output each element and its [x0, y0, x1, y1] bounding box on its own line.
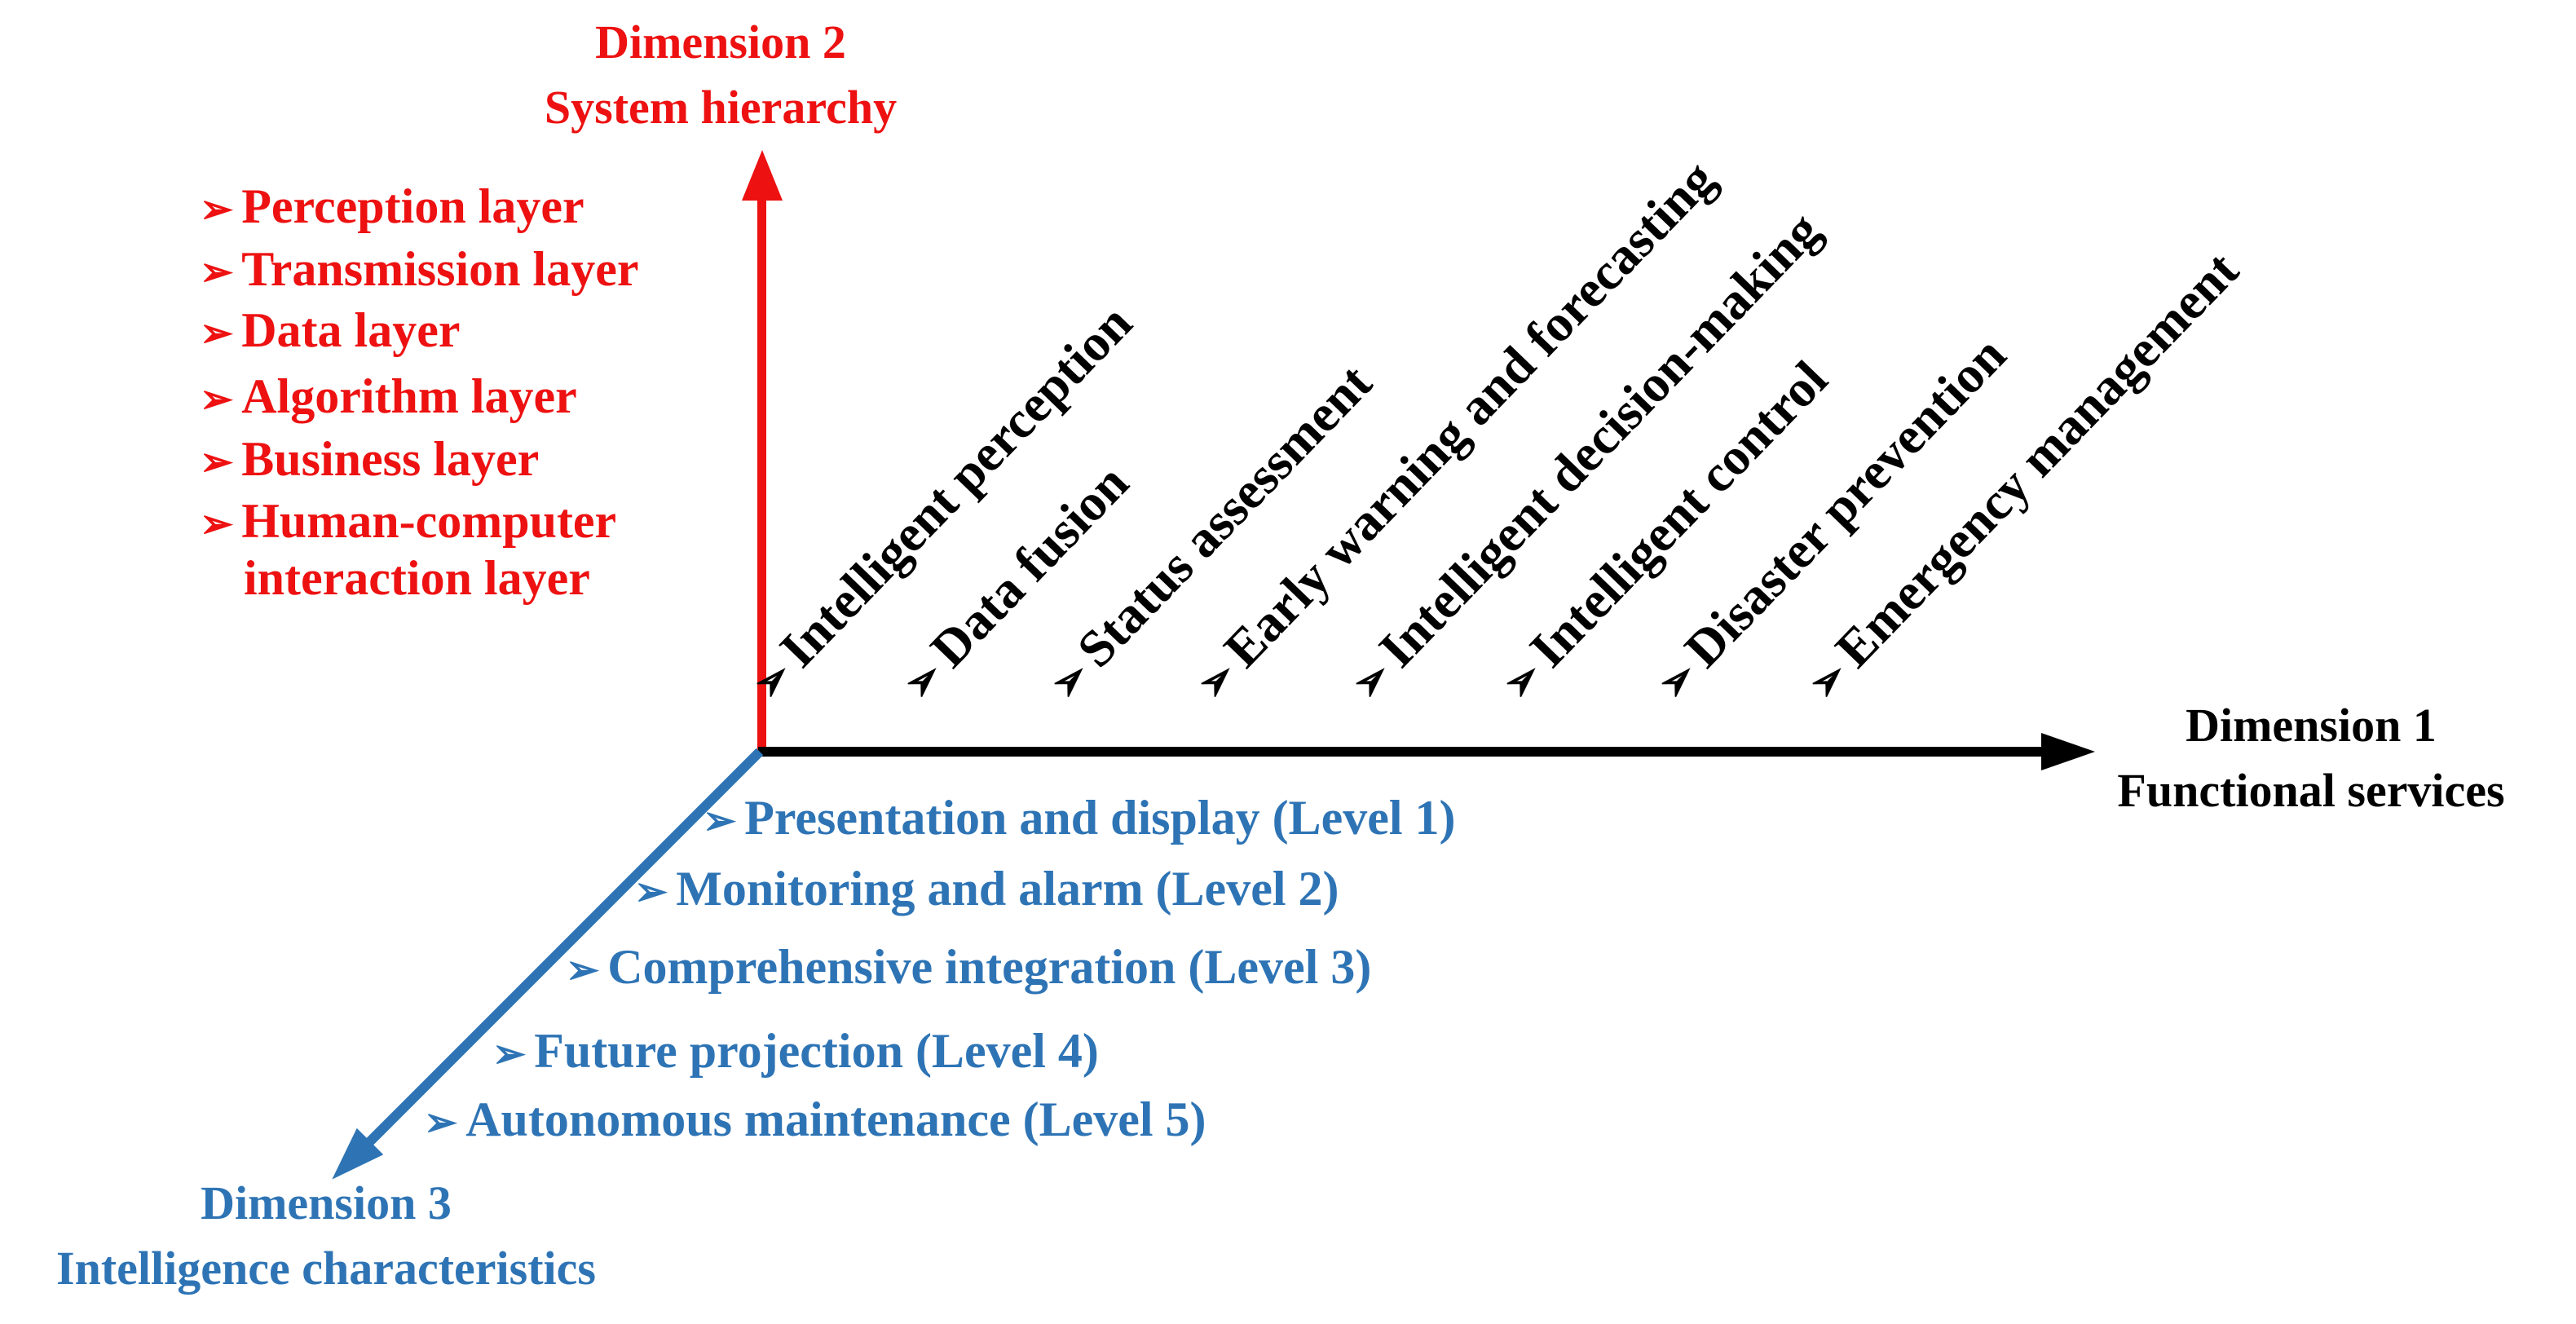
dimension3-item-label: Comprehensive integration (Level 3)	[607, 940, 1372, 994]
dimension2-item-label: Business layer	[241, 432, 540, 486]
dimension3-item: ➢Monitoring and alarm (Level 2)	[634, 862, 1339, 919]
dimension3-item-label: Autonomous maintenance (Level 5)	[465, 1092, 1206, 1146]
arrowhead-bullet-icon: ➢	[634, 869, 668, 914]
dimension2-item: ➢Business layer	[200, 432, 539, 489]
dimension3-item: ➢Comprehensive integration (Level 3)	[566, 940, 1371, 997]
arrowhead-bullet-icon: ➢	[200, 311, 234, 355]
arrowhead-bullet-icon: ➢	[200, 249, 234, 294]
dimension2-item-label: Human-computer interaction layer	[241, 494, 616, 605]
arrowhead-bullet-icon: ➢	[566, 947, 600, 992]
dimension2-item-label: Data layer	[241, 303, 461, 357]
dimension3-item-label: Presentation and display (Level 1)	[744, 791, 1456, 845]
dimension1-axis-title: Dimension 1 Functional services	[2075, 693, 2547, 823]
dimension1-title-line1: Dimension 1	[2186, 699, 2437, 752]
dimension2-item: ➢Perception layer	[200, 179, 584, 236]
dimension3-axis-title: Dimension 3 Intelligence characteristics	[24, 1171, 628, 1301]
arrowhead-bullet-icon: ➢	[200, 439, 234, 484]
dimension3-item-label: Monitoring and alarm (Level 2)	[676, 862, 1339, 916]
arrowhead-bullet-icon: ➢	[200, 187, 234, 232]
dimension2-item: ➢Transmission layer	[200, 242, 638, 299]
dimension2-item-label: Perception layer	[241, 179, 584, 233]
dimension3-item: ➢Autonomous maintenance (Level 5)	[424, 1092, 1206, 1150]
dimension2-item: ➢Data layer	[200, 303, 460, 360]
dimension1-axis-line	[758, 747, 2041, 757]
dimension3-title-line1: Dimension 3	[201, 1176, 452, 1229]
dimension2-axis-title: Dimension 2 System hierarchy	[435, 10, 1006, 140]
dimension1-axis-arrowhead-icon	[2041, 733, 2095, 770]
arrowhead-bullet-icon: ➢	[703, 798, 737, 843]
arrowhead-bullet-icon: ➢	[492, 1031, 527, 1076]
arrowhead-bullet-icon: ➢	[200, 501, 234, 546]
dimension3-item: ➢Future projection (Level 4)	[492, 1024, 1099, 1081]
dimension2-title-line2: System hierarchy	[544, 81, 898, 134]
dimension2-item-label: Algorithm layer	[241, 369, 577, 423]
arrowhead-bullet-icon: ➢	[200, 377, 234, 421]
dimension3-item: ➢Presentation and display (Level 1)	[703, 791, 1455, 848]
dimension2-item: ➢Human-computer interaction layer	[200, 494, 725, 605]
dimension3-item-label: Future projection (Level 4)	[534, 1024, 1099, 1078]
arrowhead-bullet-icon: ➢	[424, 1100, 458, 1145]
dimension1-title-line2: Functional services	[2117, 764, 2505, 817]
dimension3-title-line2: Intelligence characteristics	[56, 1242, 596, 1295]
dimension2-item-label: Transmission layer	[241, 242, 639, 296]
dimension2-axis-line	[757, 196, 766, 753]
dimension2-axis-arrowhead-icon	[742, 150, 783, 201]
dimension2-item: ➢Algorithm layer	[200, 369, 577, 426]
dimension2-title-line1: Dimension 2	[595, 15, 846, 68]
